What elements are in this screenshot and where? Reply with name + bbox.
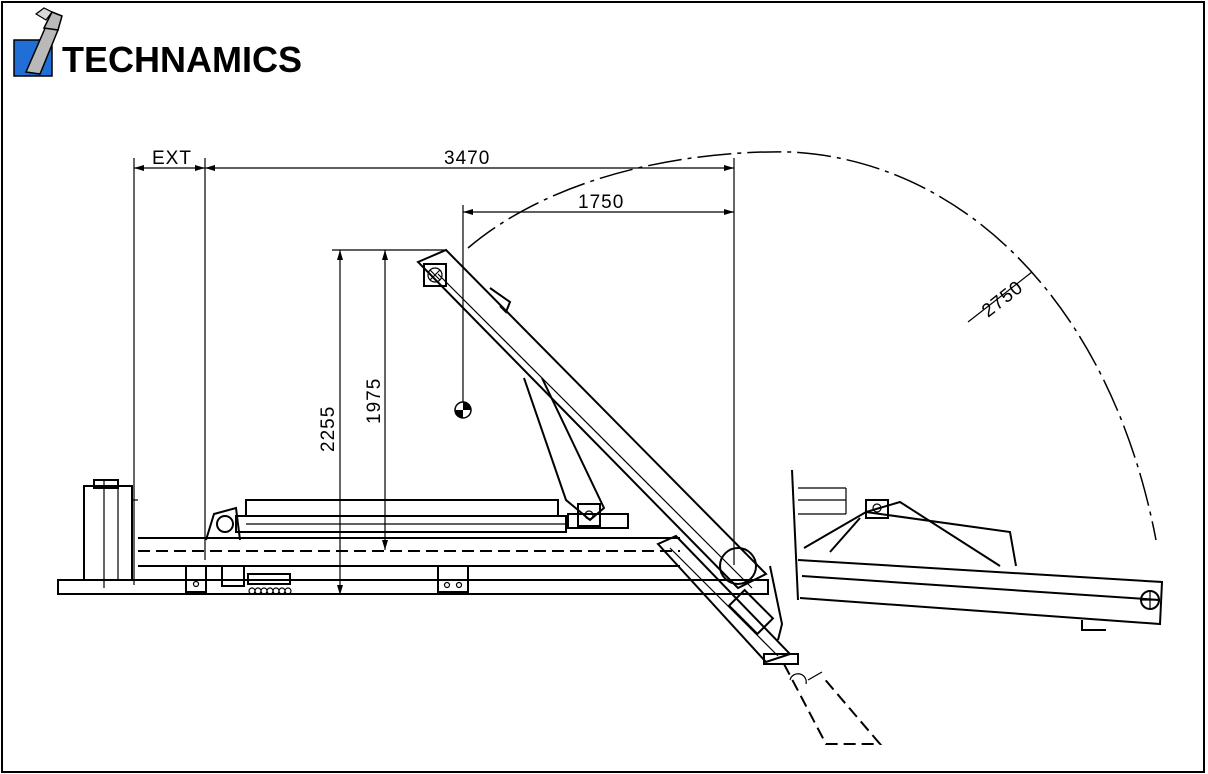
chassis-frame (57, 479, 769, 595)
technamics-logo: TECHNAMICS (13, 7, 302, 80)
logo-emblem-icon (13, 7, 63, 77)
dim-overall-length: 3470 (444, 148, 490, 169)
dim-ext-label: EXT (152, 148, 192, 169)
dim-radius: 2750 (978, 277, 1027, 322)
dim-height-inner: 1975 (364, 378, 385, 424)
swing-radius-arc (467, 151, 1157, 541)
tilted-container-body (791, 469, 1164, 631)
center-of-gravity-icon (454, 401, 472, 419)
dimension-lines (133, 158, 1033, 595)
dim-center-offset: 1750 (578, 192, 624, 213)
brand-name: TECHNAMICS (62, 39, 302, 80)
dim-height-outer: 2255 (318, 406, 339, 452)
hook-arm (416, 248, 883, 745)
